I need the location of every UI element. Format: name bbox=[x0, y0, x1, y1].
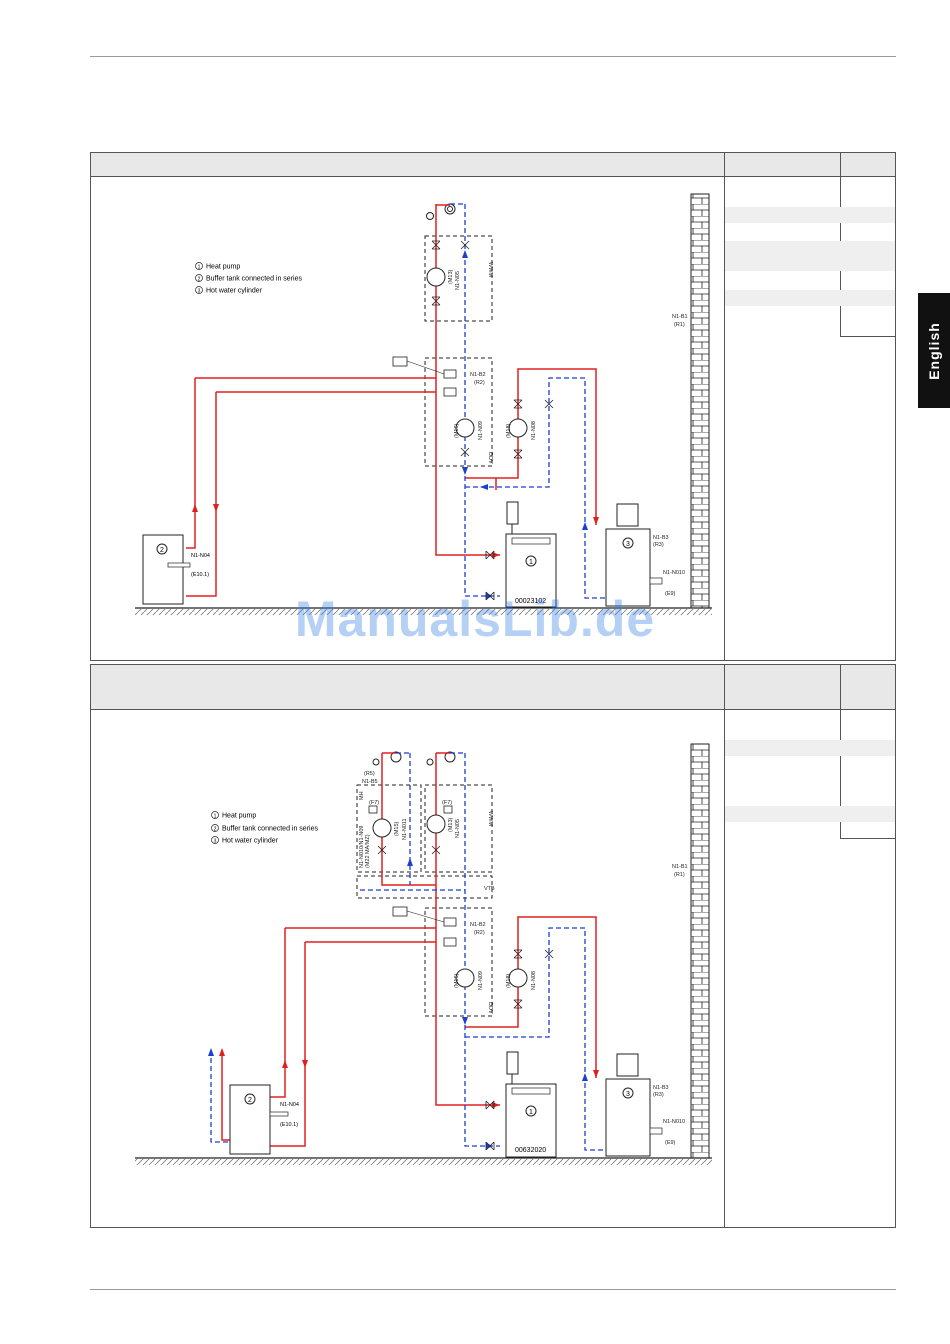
svg-text:N1-B1: N1-B1 bbox=[672, 314, 688, 320]
svg-text:N1-N05: N1-N05 bbox=[455, 271, 461, 290]
svg-text:(M22 MA/MZ): (M22 MA/MZ) bbox=[365, 834, 371, 868]
buffer-tank bbox=[229, 1084, 271, 1155]
svg-text:WWM: WWM bbox=[487, 811, 493, 826]
diagram-code: 00632020 bbox=[515, 1147, 546, 1154]
svg-text:(R1): (R1) bbox=[674, 872, 685, 878]
svg-text:N1-N05: N1-N05 bbox=[455, 819, 461, 838]
svg-text:N1-N04: N1-N04 bbox=[280, 1102, 299, 1108]
svg-text:N1-B3: N1-B3 bbox=[653, 1085, 669, 1091]
diagram-2: 1 Heat pump 2 Buffer tank connected in s… bbox=[135, 743, 712, 1165]
svg-text:N1-N04: N1-N04 bbox=[191, 553, 210, 559]
svg-text:DDV: DDV bbox=[487, 452, 493, 464]
bottom-rule bbox=[90, 1289, 896, 1290]
legend-item: Buffer tank connected in series bbox=[222, 826, 318, 833]
table-1-frame bbox=[90, 152, 896, 661]
diagram-1: 1 Heat pump 2 Buffer tank connected in s… bbox=[135, 193, 712, 615]
svg-text:(M16): (M16) bbox=[454, 973, 460, 988]
hot-water-cylinder bbox=[605, 1078, 651, 1157]
legend: 1 Heat pump 2 Buffer tank connected in s… bbox=[211, 811, 318, 845]
svg-text:N1-B1: N1-B1 bbox=[672, 864, 688, 870]
buffer-tank bbox=[142, 534, 184, 605]
svg-text:(E9): (E9) bbox=[665, 1140, 676, 1146]
svg-text:N1-N09: N1-N09 bbox=[478, 421, 484, 440]
svg-text:3: 3 bbox=[626, 1091, 630, 1098]
svg-text:(M16): (M16) bbox=[454, 423, 460, 438]
svg-text:N1-N010: N1-N010 bbox=[663, 1119, 685, 1125]
legend-item: Hot water cylinder bbox=[222, 838, 279, 845]
svg-text:(R5): (R5) bbox=[364, 771, 375, 777]
svg-text:N1-B3: N1-B3 bbox=[653, 535, 669, 541]
svg-text:N1-B5: N1-B5 bbox=[362, 779, 378, 785]
svg-text:(E9): (E9) bbox=[665, 591, 676, 597]
svg-text:(M13): (M13) bbox=[448, 269, 454, 284]
svg-text:N1-N08: N1-N08 bbox=[531, 421, 537, 440]
svg-text:1: 1 bbox=[529, 1109, 533, 1116]
svg-text:3: 3 bbox=[214, 839, 217, 845]
svg-text:2: 2 bbox=[198, 277, 201, 283]
svg-text:DDV: DDV bbox=[487, 1002, 493, 1014]
diagram-code: 00023102 bbox=[515, 598, 546, 605]
svg-text:N1-B2: N1-B2 bbox=[470, 372, 486, 378]
svg-text:WWM: WWM bbox=[487, 262, 493, 277]
svg-text:3: 3 bbox=[198, 289, 201, 295]
watermark: ManualsLib.de bbox=[294, 591, 656, 647]
svg-text:3: 3 bbox=[626, 541, 630, 548]
svg-text:(R3): (R3) bbox=[653, 1092, 664, 1098]
hot-water-cylinder bbox=[605, 528, 651, 607]
svg-text:2: 2 bbox=[214, 827, 217, 833]
svg-text:N1-N08: N1-N08 bbox=[531, 971, 537, 990]
svg-text:(R2): (R2) bbox=[474, 930, 485, 936]
svg-text:1: 1 bbox=[198, 265, 201, 271]
svg-text:2: 2 bbox=[248, 1097, 252, 1104]
svg-text:N1-N09: N1-N09 bbox=[478, 971, 484, 990]
legend: 1 Heat pump 2 Buffer tank connected in s… bbox=[195, 262, 302, 295]
svg-text:(F7): (F7) bbox=[369, 800, 379, 806]
svg-text:N1-N010/N1-N09: N1-N010/N1-N09 bbox=[359, 826, 365, 869]
svg-text:(F7): (F7) bbox=[442, 800, 452, 806]
legend-item: Buffer tank connected in series bbox=[206, 276, 302, 283]
language-tab[interactable]: English bbox=[918, 293, 950, 408]
svg-text:N1-N011: N1-N011 bbox=[402, 818, 408, 840]
svg-text:(R3): (R3) bbox=[653, 542, 664, 548]
svg-text:(E10.1): (E10.1) bbox=[280, 1122, 298, 1128]
svg-text:1: 1 bbox=[529, 559, 533, 566]
outer-wall bbox=[690, 193, 710, 609]
table-2-frame bbox=[90, 664, 896, 1228]
outer-wall bbox=[690, 743, 710, 1159]
svg-text:(M15): (M15) bbox=[394, 821, 400, 836]
top-rule bbox=[90, 56, 896, 57]
svg-text:2: 2 bbox=[160, 547, 164, 554]
svg-text:(R1): (R1) bbox=[674, 322, 685, 328]
heat-pump-unit bbox=[505, 533, 557, 608]
legend-item: Heat pump bbox=[222, 813, 256, 820]
svg-text:(E10.1): (E10.1) bbox=[191, 572, 209, 578]
svg-text:N1-N010: N1-N010 bbox=[663, 570, 685, 576]
svg-text:(M18): (M18) bbox=[506, 423, 512, 438]
svg-text:(R2): (R2) bbox=[474, 380, 485, 386]
svg-text:(M13): (M13) bbox=[448, 817, 454, 832]
svg-text:N1-B2: N1-B2 bbox=[470, 922, 486, 928]
svg-text:1: 1 bbox=[214, 814, 217, 820]
legend-item: Hot water cylinder bbox=[206, 288, 263, 295]
svg-text:VTB: VTB bbox=[484, 886, 495, 892]
heat-pump-unit bbox=[505, 1083, 557, 1158]
legend-item: Heat pump bbox=[206, 264, 240, 271]
svg-text:(M18): (M18) bbox=[506, 973, 512, 988]
svg-text:MH: MH bbox=[359, 791, 365, 800]
